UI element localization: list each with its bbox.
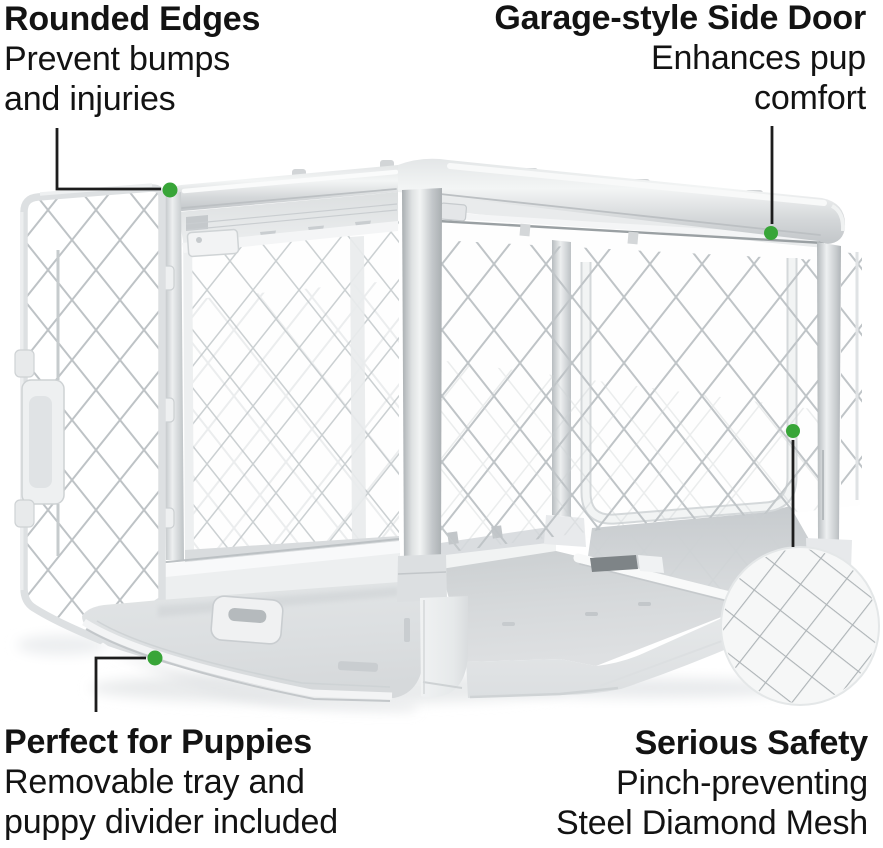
callout-line-garage-door <box>764 126 778 240</box>
callout-line2: comfort <box>754 79 866 117</box>
callout-line-puppies <box>94 650 163 712</box>
open-front-door <box>14 183 166 645</box>
leader-line-rounded-edges <box>55 128 161 191</box>
marker-dot-safety <box>786 424 800 438</box>
callout-line2: and injuries <box>4 80 176 118</box>
top-frame <box>167 158 846 258</box>
front-post <box>397 188 468 698</box>
callout-line1: Removable tray and <box>4 763 305 801</box>
callout-perfect-for-puppies: Perfect for Puppies Removable tray and p… <box>4 722 424 842</box>
annotations <box>55 126 800 712</box>
callout-serious-safety: Serious Safety Pinch-preventing Steel Di… <box>408 723 868 843</box>
mesh-zoom-circle <box>720 546 880 706</box>
callout-line2: puppy divider included <box>4 803 338 841</box>
callout-line1: Enhances pup <box>651 39 866 77</box>
callout-garage-side-door: Garage-style Side Door Enhances pup comf… <box>406 0 866 118</box>
callout-title: Perfect for Puppies <box>4 723 312 761</box>
callout-title: Rounded Edges <box>4 0 261 38</box>
removable-tray <box>82 582 424 711</box>
marker-dot-puppies <box>147 650 163 666</box>
marker-dot-rounded-edges <box>162 182 178 198</box>
callout-line1: Prevent bumps <box>4 40 231 78</box>
callout-title: Garage-style Side Door <box>494 0 866 37</box>
side-door-panel <box>438 240 862 554</box>
doorway-mesh <box>183 198 399 557</box>
callout-title: Serious Safety <box>634 724 869 762</box>
callout-rounded-edges: Rounded Edges Prevent bumps and injuries <box>4 0 424 119</box>
callout-line2: Steel Diamond Mesh <box>556 804 868 842</box>
callout-line1: Pinch-preventing <box>616 764 868 802</box>
marker-dot-garage-door <box>764 226 778 240</box>
callout-line-rounded-edges <box>55 128 178 198</box>
leader-line-puppies <box>94 656 146 712</box>
callout-line-safety <box>786 424 800 547</box>
